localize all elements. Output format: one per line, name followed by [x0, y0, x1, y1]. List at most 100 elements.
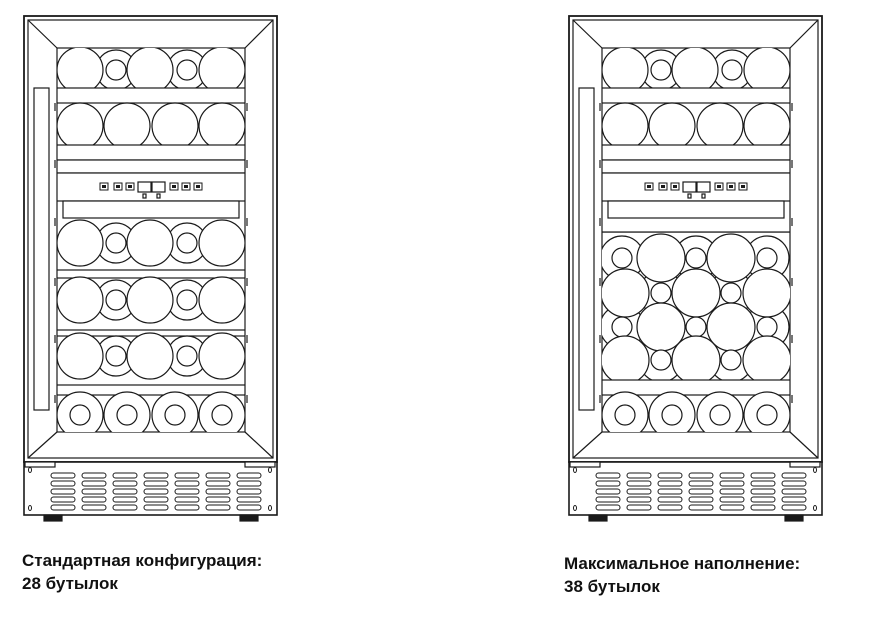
hinge-right — [789, 461, 821, 468]
bottle — [648, 102, 696, 150]
vent-slot — [143, 480, 169, 487]
hinge-left — [569, 461, 601, 468]
vent-slot — [688, 488, 714, 495]
vent-slot — [174, 496, 200, 503]
temp-display-right — [151, 181, 166, 193]
shelf-spacer — [57, 159, 245, 174]
button-icon — [184, 185, 188, 188]
shelf-rail — [602, 87, 790, 104]
button-icon — [116, 185, 120, 188]
vent-slot — [719, 504, 745, 511]
vent-slot — [205, 488, 231, 495]
bottle-neck-small — [650, 282, 672, 304]
vent-slot — [781, 504, 807, 511]
door-handle — [578, 87, 595, 411]
bottle-stacked — [602, 268, 650, 318]
vent-slot — [750, 488, 776, 495]
bottle — [696, 102, 744, 150]
display-bar — [62, 200, 240, 219]
vent-slot — [657, 472, 683, 479]
bottle-neck-front — [126, 276, 174, 324]
vent-slot — [143, 488, 169, 495]
bottle-stacked — [671, 335, 721, 385]
temp-display-left — [137, 181, 152, 193]
door-bevel — [27, 431, 58, 459]
button-icon — [647, 185, 651, 188]
shelf-rail — [57, 87, 245, 104]
screw-icon — [268, 467, 272, 473]
zone-indicator — [687, 193, 692, 199]
foot-left — [588, 514, 608, 522]
bottle — [743, 102, 790, 150]
bottle-neck-small — [720, 349, 742, 371]
button-icon — [717, 185, 721, 188]
display-bar — [607, 200, 785, 219]
bottle-punt — [69, 404, 91, 426]
vent-slot — [688, 472, 714, 479]
caption-standard: Стандартная конфигурация: 28 бутылок — [22, 549, 262, 595]
bottle — [602, 102, 649, 150]
vent-slot — [81, 488, 107, 495]
bottle-stacked — [602, 335, 650, 385]
door-bevel — [244, 431, 274, 459]
bottle-neck-small — [756, 316, 778, 338]
door-bevel — [572, 19, 603, 49]
vent-slot — [236, 496, 262, 503]
vent-slot — [595, 488, 621, 495]
vent-slot — [719, 496, 745, 503]
bottle-bottom-small — [176, 59, 198, 81]
vent-slot — [688, 504, 714, 511]
vent-slot — [143, 504, 169, 511]
wine-cooler-maximum — [568, 15, 823, 522]
button-icon — [128, 185, 132, 188]
vent-slot — [50, 496, 76, 503]
vent-slot — [719, 472, 745, 479]
bottle-neck-front — [602, 48, 649, 94]
bottle-neck-front — [198, 276, 245, 324]
door-bevel — [27, 19, 58, 49]
door-bevel — [789, 431, 819, 459]
vent-slot — [50, 472, 76, 479]
button-icon — [673, 185, 677, 188]
bottle-neck-small — [685, 316, 707, 338]
vent-slot — [626, 480, 652, 487]
zone-indicator — [142, 193, 147, 199]
screw-icon — [573, 467, 577, 473]
bottle-neck-small — [756, 247, 778, 269]
vent-slot — [205, 504, 231, 511]
bottle — [198, 102, 245, 150]
button-icon — [729, 185, 733, 188]
bottle-bottom-small — [176, 345, 198, 367]
vent-slot — [657, 496, 683, 503]
hinge-right — [244, 461, 276, 468]
vent-slot — [750, 480, 776, 487]
screw-icon — [813, 467, 817, 473]
bottle-punt — [614, 404, 636, 426]
bottle-punt — [211, 404, 233, 426]
vent-slot — [50, 488, 76, 495]
vent-slot — [112, 488, 138, 495]
bottle-bottom-small — [176, 232, 198, 254]
vent-slot — [595, 504, 621, 511]
vent-slot — [657, 488, 683, 495]
vent-slot — [688, 496, 714, 503]
vent-slot — [595, 480, 621, 487]
shelf-rail — [57, 144, 245, 161]
wine-cooler-standard — [23, 15, 278, 522]
vent-slot — [174, 480, 200, 487]
screw-icon — [28, 467, 32, 473]
vent-slot — [205, 496, 231, 503]
bottle-neck-front — [743, 48, 790, 94]
vent-slot — [236, 504, 262, 511]
bottle-neck-front — [57, 219, 104, 267]
screw-icon — [268, 505, 272, 511]
caption-standard-title: Стандартная конфигурация: — [22, 551, 263, 570]
vent-slot — [112, 480, 138, 487]
vent-slot — [688, 480, 714, 487]
vent-slot — [595, 496, 621, 503]
vent-slot — [112, 496, 138, 503]
vent-slot — [781, 472, 807, 479]
button-icon — [661, 185, 665, 188]
button-icon — [172, 185, 176, 188]
